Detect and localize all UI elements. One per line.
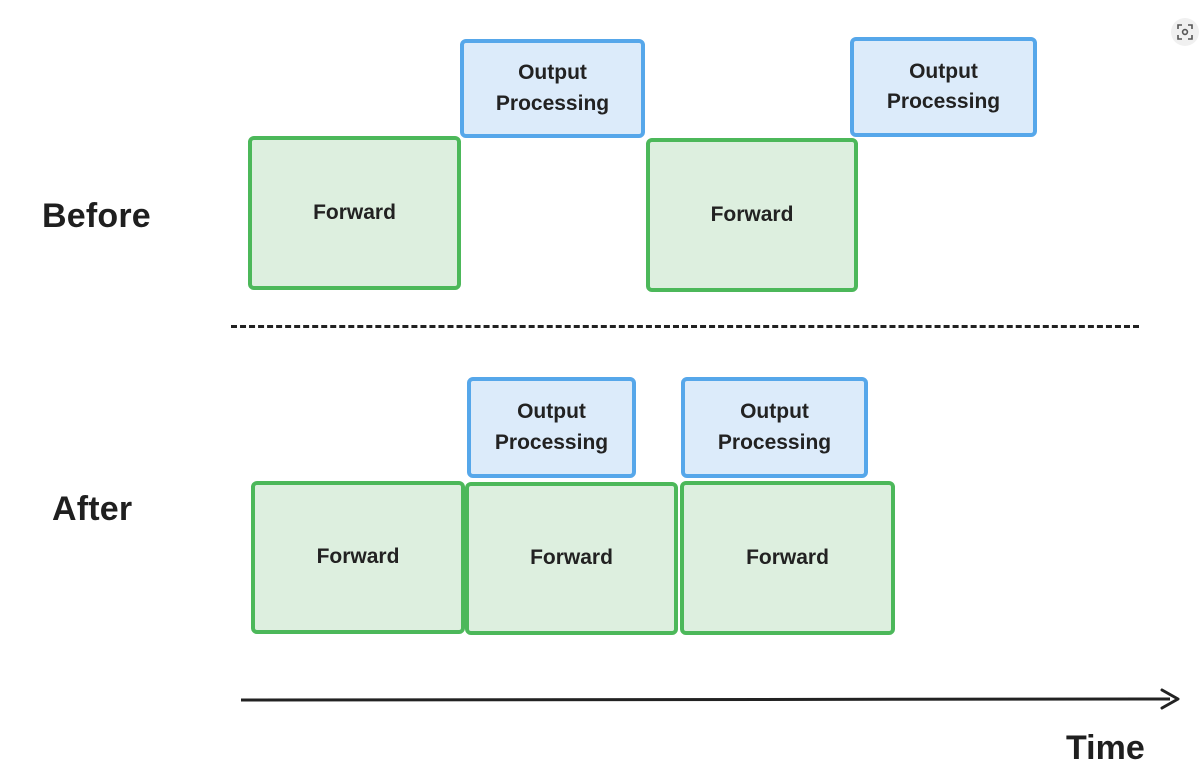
section-divider xyxy=(231,325,1139,328)
before-forward-1: Forward xyxy=(248,136,461,290)
before-output-processing-1: Output Processing xyxy=(460,39,645,138)
after-forward-1: Forward xyxy=(251,481,465,634)
after-forward-3: Forward xyxy=(680,481,895,635)
before-forward-2: Forward xyxy=(646,138,858,292)
before-output-processing-2: Output Processing xyxy=(850,37,1037,137)
after-forward-2: Forward xyxy=(465,482,678,635)
time-label: Time xyxy=(1066,729,1145,767)
focus-glyph xyxy=(1177,24,1193,40)
after-label: After xyxy=(52,490,133,528)
after-output-processing-1: Output Processing xyxy=(467,377,636,478)
after-output-processing-2: Output Processing xyxy=(681,377,868,478)
before-label: Before xyxy=(42,197,151,235)
focus-icon[interactable] xyxy=(1171,18,1199,46)
